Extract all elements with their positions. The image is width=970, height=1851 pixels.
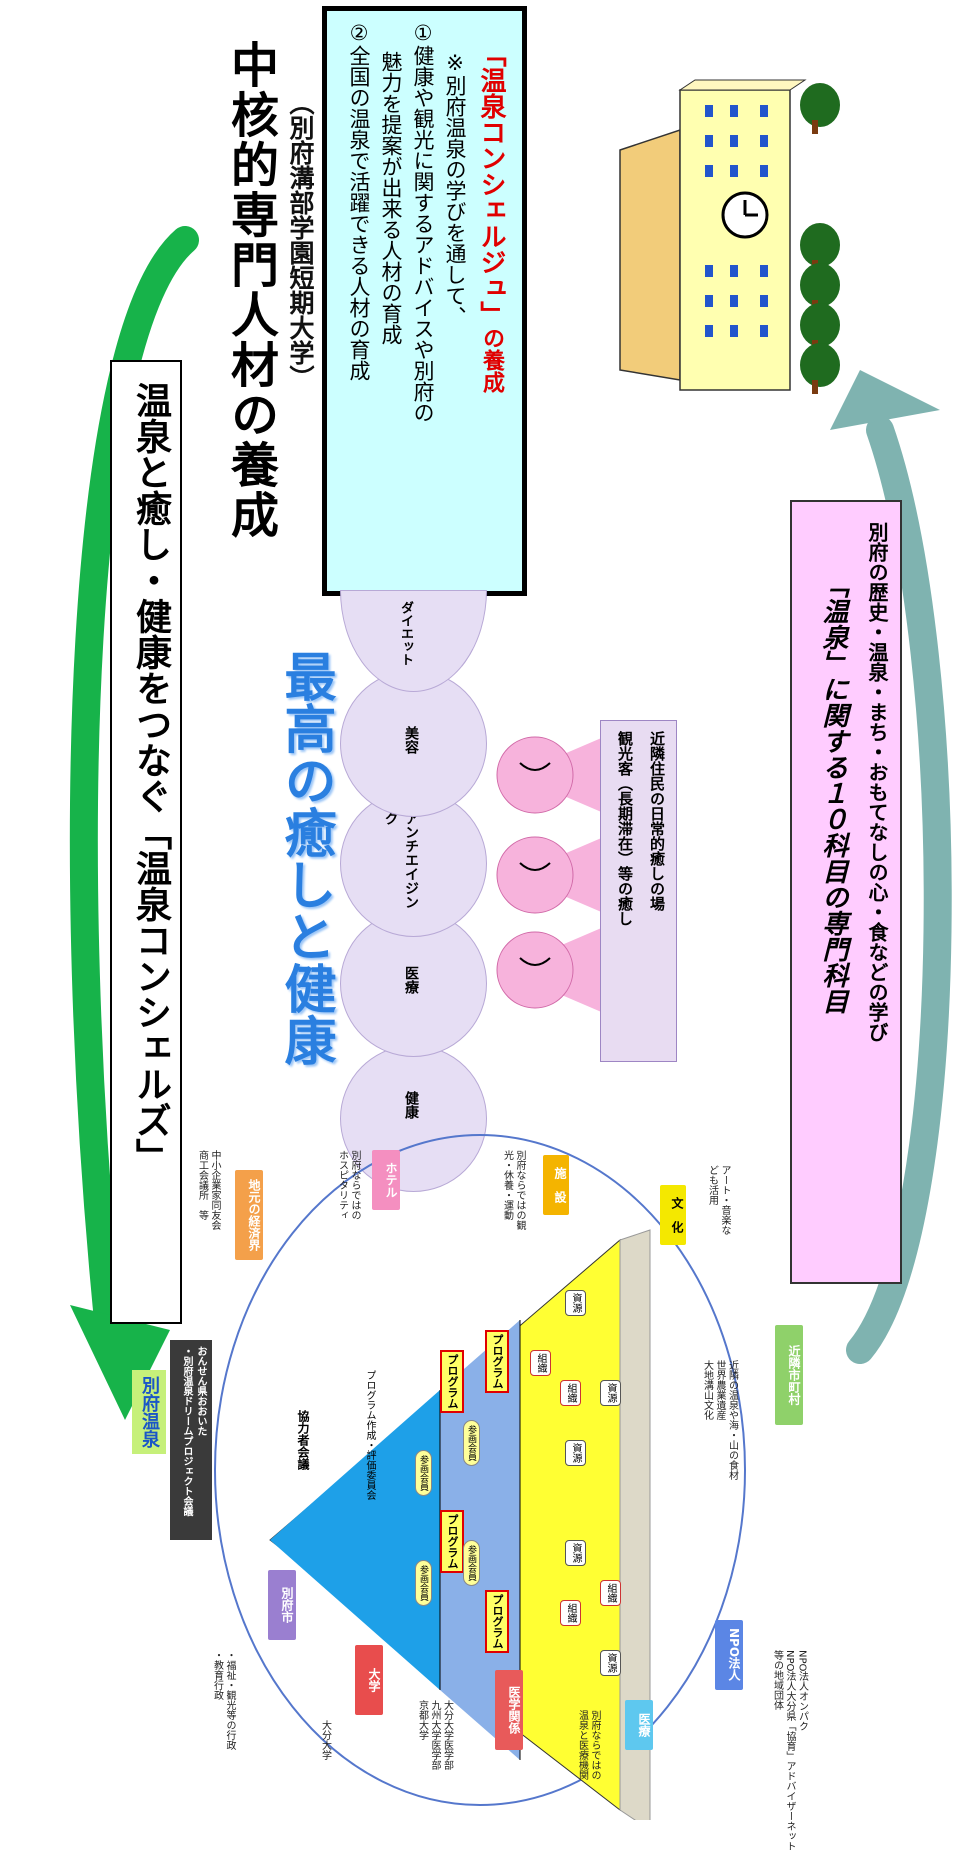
concierge-box: 「温泉コンシェルジュ」の養成 ※別府温泉の学びを通して、 ①健康や観光に関するア… <box>322 6 527 596</box>
ring-diagram <box>214 1134 746 1820</box>
healing-circle-label: 美容 <box>403 726 419 754</box>
member-oval: 参画会員 <box>415 1450 432 1496</box>
page-title: 中核的専門人材の養成 <box>222 40 278 540</box>
program-box: プログラム <box>440 1510 464 1573</box>
healing-headline: 最高の癒しと健康 <box>275 650 335 1066</box>
node-local-economy-note: 中小企業家同友会 商工会議所 等 <box>196 1150 221 1230</box>
node-medical-academic: 医学関係 <box>495 1670 523 1750</box>
node-neighbor-towns-note: 近隣の温泉や海・山の食材 世界農業遺産 大地溝山文化 <box>701 1360 738 1480</box>
node-npo-note: NPO法人オンパク NPO法人大分県「協育」アドバイザーネット 等の地域団体 <box>771 1650 808 1851</box>
node-medical: 医療 <box>625 1700 653 1750</box>
resource-box: 資源 <box>600 1380 621 1406</box>
node-university: 大学 <box>355 1645 383 1715</box>
resource-box: 資源 <box>565 1540 586 1566</box>
program-box: プログラム <box>485 1330 509 1393</box>
node-medical-note: 別府ならではの 温泉と医療機関 <box>576 1710 601 1780</box>
green-arrow-head <box>70 1305 170 1420</box>
org-box: 組織 <box>530 1350 551 1376</box>
concierge-line1: ※別府温泉の学びを通して、 <box>443 51 467 327</box>
green-curved-arrow <box>69 226 199 1354</box>
member-oval: 参画会員 <box>463 1420 480 1466</box>
node-npo: NPO法人 <box>715 1620 743 1690</box>
healing-caption-box: 近隣住民の日常的癒しの場 観光客（長期滞在）等の癒し <box>600 720 677 1062</box>
pyramid-second-label: プログラム作成・評価委員会 <box>364 1370 375 1500</box>
conference-line2: ・別府温泉ドリームプロジェクト会議 <box>181 1346 192 1516</box>
pyramid-top-label: 協力者会議 <box>296 1410 310 1470</box>
node-culture-note: アート・音楽な ども活用 <box>706 1165 731 1235</box>
page-subtitle: （別府溝部学園短期大学） <box>286 90 315 390</box>
org-box: 組織 <box>600 1580 621 1606</box>
concierge-heading: 「温泉コンシェルジュ」の養成 <box>473 41 510 581</box>
node-hotel: ホテル <box>372 1150 400 1210</box>
concierge-line3: 魅力を提案が出来る人材の育成 <box>379 51 403 345</box>
conference-line1: おんせん県おおいた <box>195 1346 206 1436</box>
node-facility: 施 設 <box>543 1155 569 1215</box>
conference-box: おんせん県おおいた ・別府温泉ドリームプロジェクト会議 <box>170 1340 212 1540</box>
subjects-detail: 別府の歴史・温泉・まち・おもてなしの心・食などの学び <box>865 522 889 1042</box>
org-box: 組織 <box>560 1600 581 1626</box>
banner-box: 温泉と癒し・健康をつなぐ「温泉コンシェルズ」 <box>110 360 182 1324</box>
healing-circle-label: ダイエット <box>398 601 413 666</box>
node-neighbor-towns: 近隣市町村 <box>775 1325 803 1425</box>
concierge-line4: ②全国の温泉で活躍できる人材の育成 <box>347 21 371 381</box>
program-box: プログラム <box>440 1350 464 1413</box>
healing-circle: 美容 <box>340 670 487 817</box>
teal-arrow-head <box>830 370 940 430</box>
healing-caption-line2: 観光客（長期滞在）等の癒し <box>616 731 634 926</box>
concierge-line2: ①健康や観光に関するアドバイスや別府の <box>411 21 435 423</box>
node-university-note: 大分大学 <box>319 1720 331 1760</box>
resource-box: 資源 <box>600 1650 621 1676</box>
beppu-onsen-logo: 別府温泉 <box>132 1370 166 1454</box>
member-oval: 参画会員 <box>463 1540 480 1586</box>
node-hotel-note: 別府ならではの ホスピタリティ <box>336 1150 361 1220</box>
node-culture: 文 化 <box>660 1185 686 1245</box>
healing-circle-label: 健康 <box>403 1091 419 1119</box>
building-trees <box>800 83 840 394</box>
program-box: プログラム <box>485 1590 509 1653</box>
concierge-heading-red: 「温泉コンシェルジュ」 <box>476 41 506 327</box>
node-local-economy: 地元の経済界 <box>235 1170 263 1260</box>
subjects-box: 「温泉」に関する１０科目の専門科目 別府の歴史・温泉・まち・おもてなしの心・食な… <box>790 500 902 1284</box>
healing-circle-label: アンチエイジング <box>383 811 419 909</box>
school-building-illustration <box>619 79 840 394</box>
subjects-heading: 「温泉」に関する１０科目の専門科目 <box>818 572 848 1014</box>
node-medical-academic-note: 大分大学医学部 九州大学医学部 京都大学 <box>416 1700 453 1770</box>
title-block: 中核的専門人材の養成 <box>215 40 295 540</box>
node-facility-note: 別府ならではの観 光・休養・運動 <box>501 1150 526 1230</box>
node-beppu-city-note: ・福祉・観光等の行政 ・教育行政 <box>211 1650 236 1750</box>
banner-text: 温泉と癒し・健康をつなぐ「温泉コンシェルズ」 <box>130 382 171 1174</box>
healing-caption-line1: 近隣住民の日常的癒しの場 <box>648 731 666 911</box>
concierge-heading-suffix: の養成 <box>479 327 504 393</box>
subtitle-block: （別府溝部学園短期大学） <box>282 90 322 430</box>
member-oval: 参画会員 <box>415 1560 432 1606</box>
node-beppu-city: 別府市 <box>268 1570 296 1640</box>
healing-circle-label: 医療 <box>403 966 419 994</box>
resource-box: 資源 <box>565 1440 586 1466</box>
resource-box: 資源 <box>565 1290 586 1316</box>
org-box: 組織 <box>560 1380 581 1406</box>
building-windows <box>705 105 768 337</box>
